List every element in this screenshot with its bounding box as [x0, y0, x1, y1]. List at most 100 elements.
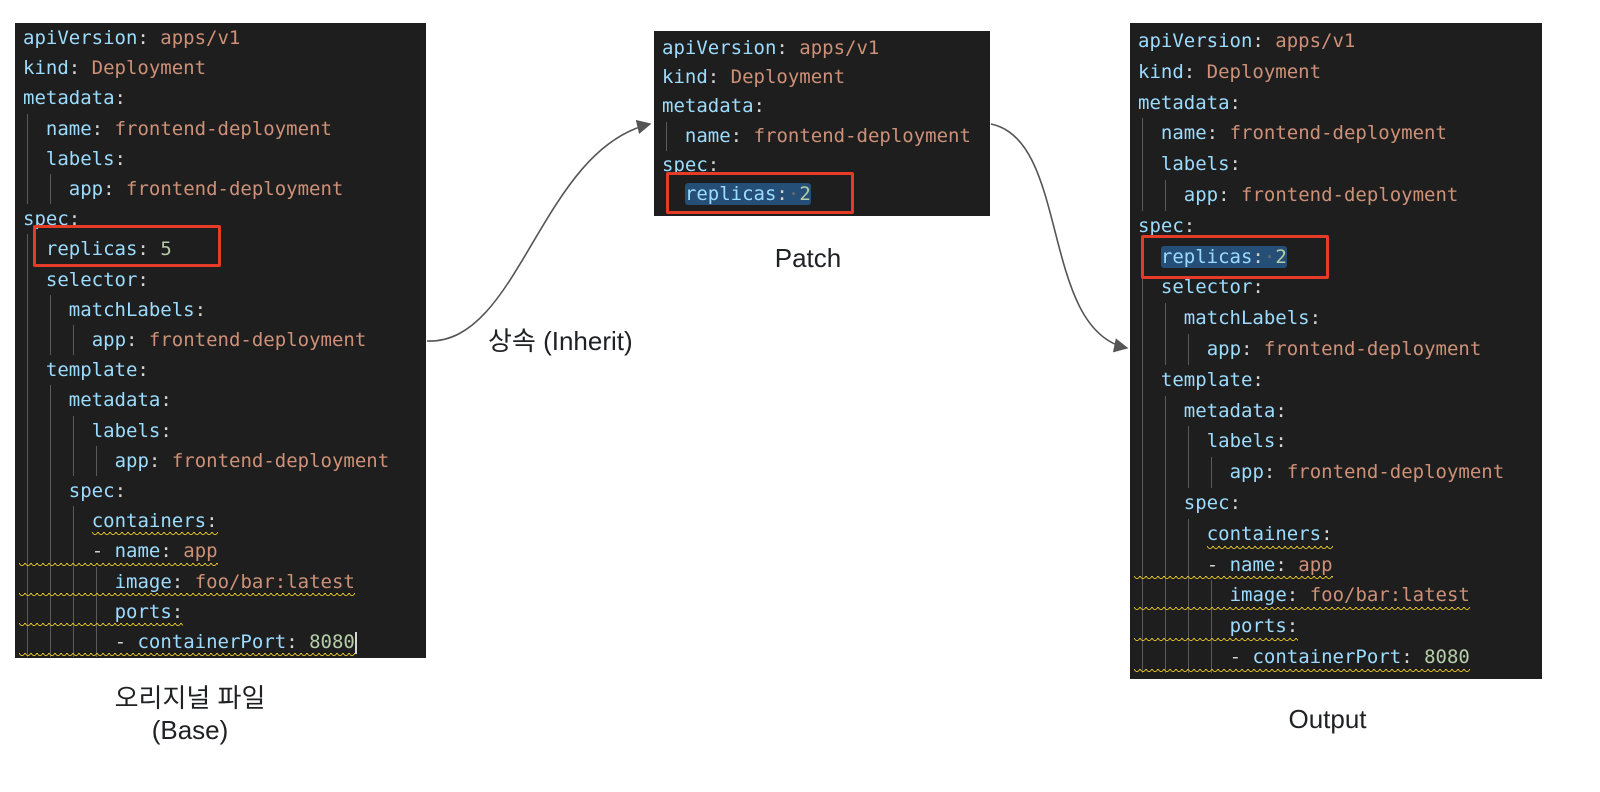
indent-guide	[1142, 334, 1143, 365]
lint-warning-underline	[1134, 576, 1333, 581]
yaml-colon: :	[707, 66, 720, 89]
yaml-colon: :	[114, 147, 126, 170]
indent-guide	[1164, 518, 1166, 550]
yaml-colon: :	[1275, 399, 1287, 422]
yaml-line: metadata:	[1184, 396, 1287, 427]
yaml-line: name: frontend-deployment	[1161, 118, 1447, 149]
indent-guide	[1164, 457, 1166, 488]
indent-guide	[27, 264, 28, 295]
yaml-line: replicas: 5	[46, 234, 172, 264]
indent-guide	[1210, 611, 1212, 642]
indent-guide	[49, 325, 51, 356]
list-dash: -	[1229, 646, 1253, 668]
output-caption: Output	[1288, 704, 1367, 734]
yaml-colon: :	[68, 208, 81, 231]
yaml-line: image: foo/bar:latest	[1230, 580, 1470, 611]
lint-warning-underline	[1134, 607, 1471, 612]
patch-replicas-highlight	[666, 172, 854, 214]
indent-guide	[1142, 426, 1143, 458]
yaml-colon: :	[753, 95, 765, 118]
yaml-line: ports:	[1230, 611, 1299, 642]
indent-guide	[1164, 549, 1166, 581]
yaml-colon: :	[776, 183, 788, 205]
indent-guide	[1142, 303, 1143, 334]
indent-guide	[1142, 611, 1143, 642]
yaml-colon: :	[1321, 522, 1333, 545]
indent-guide	[1187, 518, 1189, 550]
yaml-colon: :	[160, 540, 172, 563]
indent-guide	[72, 596, 74, 627]
indent-guide	[95, 566, 97, 597]
yaml-line: kind: Deployment	[23, 53, 206, 83]
indent-guide	[95, 445, 97, 476]
indent-guide	[27, 415, 28, 446]
indent-guide	[1187, 426, 1189, 458]
yaml-line: selector:	[46, 265, 149, 295]
yaml-colon: :	[160, 389, 172, 412]
indent-guide	[1164, 303, 1166, 334]
yaml-key: name	[45, 117, 92, 140]
yaml-value: 8080	[309, 631, 355, 653]
yaml-line: app: frontend-deployment	[1184, 180, 1459, 211]
yaml-key: name	[1160, 122, 1207, 145]
base-caption-subtitle: (Base)	[151, 715, 229, 745]
lint-warning-underline	[1134, 638, 1299, 642]
yaml-colon: :	[103, 178, 115, 200]
yaml-key: spec	[1138, 214, 1184, 237]
yaml-key: metadata	[68, 389, 161, 412]
yaml-line: metadata:	[23, 83, 126, 113]
indent-guide	[27, 143, 28, 174]
yaml-key: spec	[662, 153, 708, 176]
indent-guide	[27, 627, 28, 658]
indent-guide	[1164, 426, 1166, 458]
yaml-line: replicas:·2	[684, 180, 811, 209]
indent-guide	[27, 325, 28, 356]
indent-guide	[72, 415, 74, 446]
yaml-space: ·	[787, 183, 800, 205]
yaml-line: spec:	[23, 204, 80, 234]
indent-guide	[95, 596, 97, 627]
yaml-value: frontend-deployment	[148, 329, 367, 351]
yaml-line: selector:	[1161, 272, 1264, 303]
yaml-colon: :	[730, 124, 743, 147]
yaml-colon: :	[114, 480, 127, 502]
yaml-key: spec	[23, 208, 69, 231]
yaml-colon: :	[206, 510, 218, 533]
yaml-colon: :	[194, 298, 207, 321]
yaml-value: 8080	[1424, 646, 1470, 668]
yaml-colon: :	[1286, 584, 1299, 607]
indent-guide	[1164, 334, 1166, 365]
yaml-value: 5	[160, 238, 172, 261]
yaml-value: apps/v1	[1275, 30, 1356, 52]
yaml-line: kind: Deployment	[662, 63, 845, 92]
inherit-arrow	[426, 119, 652, 342]
yaml-colon: :	[137, 268, 149, 291]
yaml-value: Deployment	[91, 57, 207, 80]
indent-guide	[27, 385, 28, 416]
yaml-line: image: foo/bar:latest	[115, 567, 355, 597]
indent-guide	[27, 294, 28, 325]
yaml-key: spec	[1183, 492, 1230, 514]
yaml-key: containerPort	[137, 631, 287, 653]
yaml-value: apps/v1	[160, 27, 241, 49]
yaml-key: app	[1206, 338, 1242, 360]
indent-guide	[27, 234, 28, 265]
indent-guide	[1142, 518, 1143, 550]
indent-guide	[49, 506, 51, 537]
lint-warning-underline	[19, 623, 184, 627]
yaml-colon: :	[1183, 60, 1196, 83]
yaml-line: - name: app	[92, 536, 218, 566]
lint-warning-underline	[1134, 668, 1471, 673]
yaml-key: metadata	[1138, 91, 1230, 114]
yaml-line: metadata:	[662, 92, 765, 121]
yaml-value: Deployment	[730, 66, 846, 89]
inherit-label: 상속 (Inherit)	[488, 326, 633, 356]
yaml-line: name: frontend-deployment	[46, 114, 332, 144]
yaml-colon: :	[1218, 184, 1230, 206]
yaml-colon: :	[1229, 492, 1242, 514]
yaml-key: name	[114, 540, 161, 563]
yaml-key: kind	[1138, 60, 1184, 83]
